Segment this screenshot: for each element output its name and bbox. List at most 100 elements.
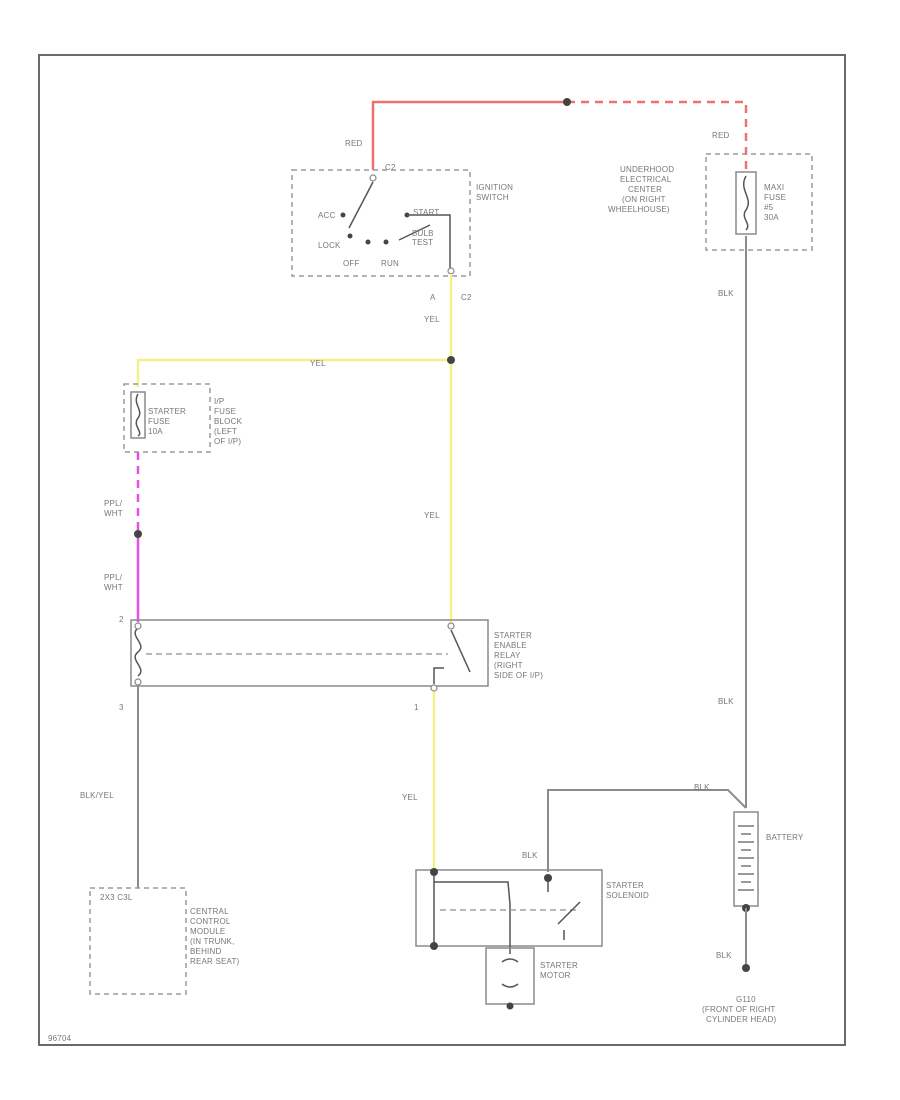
label-off: OFF bbox=[343, 259, 360, 268]
label-blk-2: BLK bbox=[718, 697, 734, 706]
relay-terminal-out bbox=[430, 684, 438, 692]
solenoid-coil bbox=[434, 881, 511, 940]
label-pin-1: 1 bbox=[414, 703, 419, 712]
label-pin-a: A bbox=[430, 293, 436, 302]
ignition-terminal-top bbox=[369, 174, 377, 182]
relay-terminal-3 bbox=[134, 678, 142, 686]
label-pin-2: 2 bbox=[119, 615, 124, 624]
underhood-label-1: UNDERHOOD bbox=[620, 165, 674, 174]
relay-switch-blade bbox=[450, 629, 471, 673]
ccm-label-3: MODULE bbox=[190, 927, 225, 936]
battery-cells bbox=[738, 825, 754, 891]
ignition-switch-blade bbox=[348, 181, 374, 229]
ignition-switch-label-2: SWITCH bbox=[476, 193, 509, 202]
diagram-frame bbox=[38, 54, 846, 1046]
starter-fuse-label-2: FUSE bbox=[148, 417, 170, 426]
starter-motor-box bbox=[485, 947, 535, 1005]
label-pin-3: 3 bbox=[119, 703, 124, 712]
fuse-block-label-2: FUSE bbox=[214, 407, 236, 416]
ccm-label-5: BEHIND bbox=[190, 947, 221, 956]
starter-solenoid-box bbox=[415, 869, 603, 947]
underhood-label-4: (ON RIGHT bbox=[622, 195, 666, 204]
label-acc: ACC bbox=[318, 211, 336, 220]
motor-label-1: STARTER bbox=[540, 961, 578, 970]
ignition-switch-box bbox=[291, 169, 471, 277]
splice-yellow bbox=[447, 356, 455, 364]
underhood-label-2: ELECTRICAL bbox=[620, 175, 672, 184]
relay-label-4: (RIGHT bbox=[494, 661, 523, 670]
underhood-fuse-box bbox=[705, 153, 813, 251]
solenoid-label-2: SOLENOID bbox=[606, 891, 649, 900]
splice-pink bbox=[134, 530, 142, 538]
ignition-bulb-contact bbox=[398, 224, 431, 241]
starter-fuse-label-3: 10A bbox=[148, 427, 163, 436]
label-yel-3: YEL bbox=[424, 511, 440, 520]
starter-motor-symbol bbox=[501, 958, 519, 988]
ccm-label-1: CENTRAL bbox=[190, 907, 229, 916]
label-blk-4: BLK bbox=[522, 851, 538, 860]
fuse-block-label-3: BLOCK bbox=[214, 417, 243, 426]
figure-id: 96704 bbox=[48, 1034, 72, 1043]
fuse-block-label-4: (LEFT bbox=[214, 427, 237, 436]
relay-coil bbox=[134, 627, 142, 677]
splice-red bbox=[563, 98, 571, 106]
wire-blk-battery-to-solenoid bbox=[547, 789, 747, 872]
ccm-label-6: REAR SEAT) bbox=[190, 957, 240, 966]
maxi-fuse-label-4: 30A bbox=[764, 213, 779, 222]
fuse-block-label-1: I/P bbox=[214, 397, 224, 406]
relay-terminal-in bbox=[447, 622, 455, 630]
ignition-contact-run bbox=[383, 239, 389, 245]
starter-fuse-body bbox=[130, 391, 146, 439]
label-lock: LOCK bbox=[318, 241, 341, 250]
underhood-label-3: CENTER bbox=[628, 185, 662, 194]
label-yel-4: YEL bbox=[402, 793, 418, 802]
ip-fuse-box bbox=[123, 383, 211, 453]
label-ppl-wht-2b: WHT bbox=[104, 583, 123, 592]
ground-label-1: G110 bbox=[736, 995, 756, 1004]
ccm-label-2: CONTROL bbox=[190, 917, 231, 926]
label-start: START bbox=[413, 208, 439, 217]
ignition-switch-label-1: IGNITION bbox=[476, 183, 513, 192]
maxi-fuse-element bbox=[743, 175, 749, 231]
maxi-fuse-body bbox=[735, 171, 757, 235]
maxi-fuse-label-2: FUSE bbox=[764, 193, 786, 202]
ignition-contact-off bbox=[365, 239, 371, 245]
central-control-module-box bbox=[89, 887, 187, 995]
solenoid-terminal-b bbox=[544, 874, 552, 882]
solenoid-label-1: STARTER bbox=[606, 881, 644, 890]
solenoid-terminal-s bbox=[430, 868, 438, 876]
relay-label-3: RELAY bbox=[494, 651, 521, 660]
label-run: RUN bbox=[381, 259, 399, 268]
relay-label-1: STARTER bbox=[494, 631, 532, 640]
battery-label: BATTERY bbox=[766, 833, 804, 842]
wire-red-solid bbox=[371, 100, 567, 170]
motor-label-2: MOTOR bbox=[540, 971, 571, 980]
label-c2-top: C2 bbox=[385, 163, 396, 172]
ignition-output-path bbox=[407, 214, 451, 268]
pcm-pins-label: 2X3 C3L bbox=[100, 893, 133, 902]
label-yel-1: YEL bbox=[424, 315, 440, 324]
label-blk-3: BLK bbox=[694, 783, 710, 792]
fuse-block-label-5: OF I/P) bbox=[214, 437, 241, 446]
ignition-terminal-bottom bbox=[447, 267, 455, 275]
label-blk-1: BLK bbox=[718, 289, 734, 298]
label-bulb-test-1: BULB bbox=[412, 229, 434, 238]
label-blk-yel: BLK/YEL bbox=[80, 791, 114, 800]
wire-yellow-splice-to-fuse bbox=[136, 358, 451, 387]
starter-fuse-element bbox=[135, 393, 141, 437]
relay-label-5: SIDE OF I/P) bbox=[494, 671, 543, 680]
starter-fuse-label-1: STARTER bbox=[148, 407, 186, 416]
maxi-fuse-label-3: #5 bbox=[764, 203, 774, 212]
label-ppl-wht-1b: WHT bbox=[104, 509, 123, 518]
solenoid-switch bbox=[547, 882, 581, 940]
relay-switch-contact bbox=[433, 667, 444, 684]
label-bulb-test-2: TEST bbox=[412, 238, 433, 247]
ground-label-2: (FRONT OF RIGHT bbox=[702, 1005, 776, 1014]
wire-red-dashed bbox=[567, 100, 748, 172]
label-ppl-wht-2a: PPL/ bbox=[104, 573, 123, 582]
ground-label-3: CYLINDER HEAD) bbox=[706, 1015, 777, 1024]
ccm-label-4: (IN TRUNK, bbox=[190, 937, 235, 946]
relay-label-2: ENABLE bbox=[494, 641, 527, 650]
label-yel-2: YEL bbox=[310, 359, 326, 368]
